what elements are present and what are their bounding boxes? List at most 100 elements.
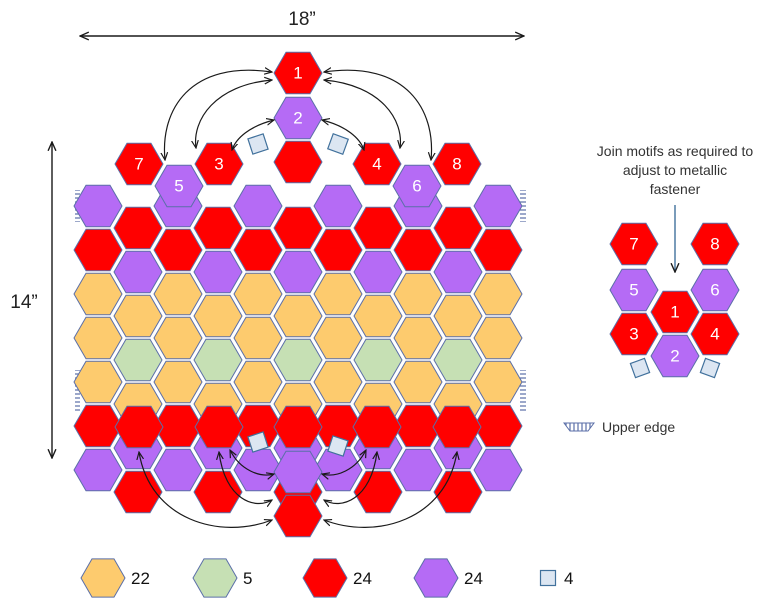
detail-hexagon-3 — [609, 312, 659, 356]
grid-hexagon — [273, 206, 323, 250]
join-arrow — [324, 80, 400, 148]
grid-hexagon — [313, 316, 363, 360]
motif-hexagon-1 — [273, 51, 323, 95]
grid-hexagon — [313, 184, 363, 228]
legend-square — [539, 569, 557, 587]
join-arrow — [324, 452, 457, 528]
motif-hexagon-8 — [432, 142, 482, 186]
grid-hexagon — [433, 250, 483, 294]
width-dimension: 18” — [80, 9, 524, 36]
motif-number-8: 8 — [452, 155, 461, 174]
grid-hexagon — [353, 338, 403, 382]
grid-hexagon — [473, 184, 523, 228]
grid-hexagon — [73, 404, 123, 448]
grid-hexagon — [73, 316, 123, 360]
grid-hexagon — [73, 184, 123, 228]
legend-count-yellow: 22 — [131, 569, 150, 588]
grid-hexagon — [113, 338, 163, 382]
grid-hexagon — [313, 228, 363, 272]
grid-hexagon — [153, 228, 203, 272]
upper-edge-key: Upper edge — [563, 419, 675, 435]
detail-number-7: 7 — [629, 235, 638, 254]
detail-hexagon-8 — [690, 222, 740, 266]
grid-hexagon — [113, 294, 163, 338]
grid-hexagon — [193, 294, 243, 338]
join-arrow — [164, 70, 272, 160]
fastener-square — [247, 133, 269, 155]
motif-number-1: 1 — [293, 64, 302, 83]
detail-hexagon-1 — [650, 290, 700, 334]
legend-count-red: 24 — [353, 569, 372, 588]
join-arrow — [196, 80, 272, 148]
grid-hexagon — [113, 206, 163, 250]
grid-hexagon — [233, 228, 283, 272]
bottom-motif-hexagon — [114, 405, 164, 449]
motif-hexagon-5 — [154, 164, 204, 208]
width-label: 18” — [288, 9, 315, 30]
join-arrow — [232, 120, 274, 150]
detail-number-6: 6 — [710, 281, 719, 300]
bottom-motif-hexagon — [273, 494, 323, 538]
legend-count-purple: 24 — [464, 569, 483, 588]
join-arrow — [324, 452, 377, 504]
grid-hexagon — [473, 228, 523, 272]
motif-number-7: 7 — [134, 155, 143, 174]
legend-count-square: 4 — [564, 569, 573, 588]
grid-hexagon — [73, 272, 123, 316]
grid-hexagon — [393, 316, 443, 360]
height-label: 14” — [10, 292, 37, 313]
grid-hexagon — [233, 316, 283, 360]
bottom-motif-hexagon — [273, 405, 323, 449]
legend-hexagon-green — [192, 558, 238, 598]
grid-hexagon — [473, 272, 523, 316]
motif-hexagon-7 — [114, 142, 164, 186]
grid-hexagon — [473, 404, 523, 448]
detail-number-5: 5 — [629, 281, 638, 300]
detail-number-2: 2 — [670, 347, 679, 366]
grid-hexagon — [353, 250, 403, 294]
grid-hexagon — [113, 250, 163, 294]
grid-hexagon — [393, 228, 443, 272]
motif-number-4: 4 — [372, 155, 381, 174]
join-arrow — [139, 452, 272, 528]
right-hatched-edge — [520, 190, 526, 412]
grid-hexagon — [393, 448, 443, 492]
motif-number-2: 2 — [293, 109, 302, 128]
join-arrow — [322, 450, 366, 475]
grid-hexagon — [433, 338, 483, 382]
grid-hexagon — [153, 316, 203, 360]
side-note-line-1: Join motifs as required to — [597, 143, 754, 159]
side-note-line-2: adjust to metallic — [623, 162, 727, 178]
grid-hexagon — [193, 338, 243, 382]
grid-hexagon — [393, 272, 443, 316]
bottom-motif-hexagon — [352, 405, 402, 449]
grid-hexagon — [473, 448, 523, 492]
join-arrows — [139, 70, 457, 528]
fastener-square — [699, 357, 721, 379]
grid-hexagon — [433, 294, 483, 338]
side-note: Join motifs as required to adjust to met… — [597, 143, 754, 272]
detail-hexagon-7 — [609, 222, 659, 266]
grid-hexagon — [353, 206, 403, 250]
grid-hexagon — [233, 184, 283, 228]
grid-hexagon — [313, 360, 363, 404]
detail-number-8: 8 — [710, 235, 719, 254]
side-note-line-3: fastener — [650, 181, 701, 197]
grid-hexagon — [153, 448, 203, 492]
legend-hexagon-red — [302, 558, 348, 598]
detail-number-4: 4 — [710, 325, 719, 344]
fastener-square — [326, 132, 350, 156]
detail-hexagon-5 — [609, 268, 659, 312]
grid-hexagon — [193, 206, 243, 250]
motif-number-6: 6 — [412, 177, 421, 196]
legend-hexagon-purple — [413, 558, 459, 598]
grid-hexagon — [473, 316, 523, 360]
grid-hexagon — [233, 360, 283, 404]
bottom-motifs — [114, 405, 482, 538]
grid-hexagon — [153, 360, 203, 404]
motif-number-3: 3 — [214, 155, 223, 174]
detail-hexagon-4 — [690, 312, 740, 356]
